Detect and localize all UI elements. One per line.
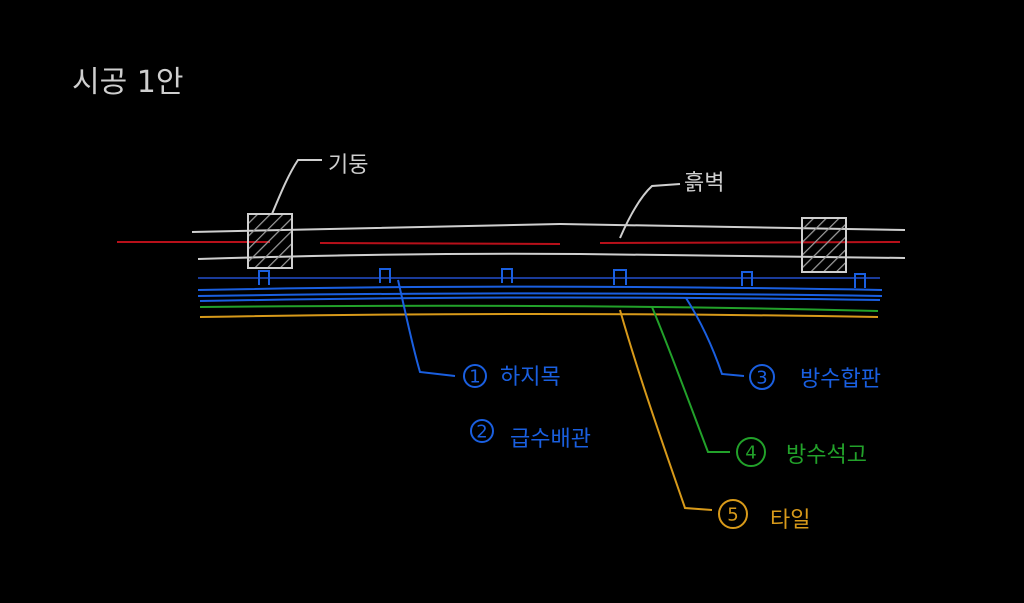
wall-leader bbox=[619, 183, 681, 239]
callout-3-label: 방수합판 bbox=[800, 367, 881, 392]
callout-4-circle bbox=[736, 437, 766, 467]
wall-top-line bbox=[191, 222, 906, 233]
leader-5 bbox=[619, 309, 713, 511]
callout-1: 1 하지목 bbox=[463, 364, 561, 390]
wall-bottom-line bbox=[197, 252, 906, 260]
battens bbox=[258, 268, 866, 288]
callout-2-circle bbox=[470, 419, 494, 443]
column-right bbox=[801, 217, 847, 273]
column-label: 기둥 bbox=[328, 153, 368, 178]
leader-4 bbox=[651, 306, 730, 453]
leader-1 bbox=[397, 279, 456, 377]
callout-5-number: 5 bbox=[727, 505, 738, 526]
callout-1-circle bbox=[463, 364, 487, 388]
callout-2: 2 급수배관 bbox=[470, 419, 591, 452]
callout-4-number: 4 bbox=[745, 443, 756, 464]
callout-2-number: 2 bbox=[476, 422, 487, 443]
waterproof-plywood-lines bbox=[197, 285, 883, 302]
batten bbox=[379, 268, 391, 283]
callout-5-label: 타일 bbox=[770, 508, 810, 533]
batten bbox=[613, 269, 627, 285]
callout-3-circle bbox=[749, 364, 775, 390]
batten bbox=[741, 271, 753, 286]
callout-4: 4 방수석고 bbox=[736, 437, 867, 468]
callout-5-circle bbox=[718, 499, 748, 529]
callout-1-number: 1 bbox=[469, 367, 480, 388]
batten bbox=[258, 270, 270, 285]
callout-2-label: 급수배관 bbox=[510, 427, 591, 452]
callout-3: 3 방수합판 bbox=[749, 364, 881, 392]
callout-3-number: 3 bbox=[756, 368, 767, 389]
callout-1-label: 하지목 bbox=[500, 365, 561, 390]
batten bbox=[501, 268, 513, 283]
wall-label: 흙벽 bbox=[684, 171, 724, 196]
waterproof-gypsum-line bbox=[199, 304, 879, 312]
callout-4-label: 방수석고 bbox=[786, 443, 867, 468]
navy-layer-line bbox=[197, 275, 881, 279]
callout-5: 5 타일 bbox=[718, 499, 810, 533]
column-leader bbox=[271, 159, 322, 215]
batten bbox=[854, 273, 866, 288]
page-title: 시공 1안 bbox=[72, 65, 183, 100]
column-left bbox=[247, 213, 293, 269]
red-center-line bbox=[117, 241, 901, 245]
tile-line bbox=[199, 313, 879, 318]
leader-3 bbox=[685, 297, 745, 377]
